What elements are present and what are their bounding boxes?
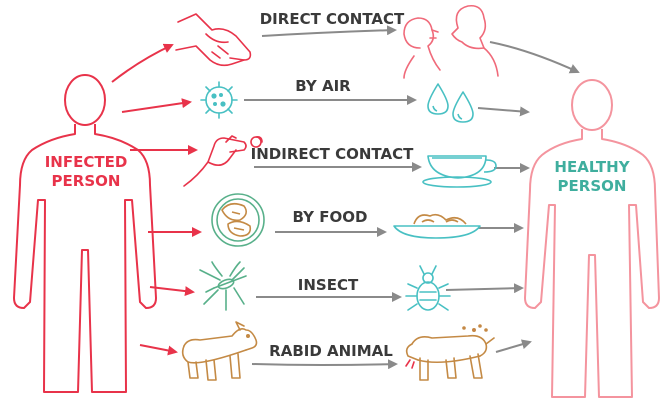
droplets-icon	[428, 84, 473, 122]
arrow-red-direct-contact	[112, 45, 172, 82]
handshake-icon	[176, 14, 250, 65]
dog-icon	[183, 322, 257, 380]
arrow-grey-rabid-animal	[252, 364, 396, 365]
route-label-indirect-contact: INDIRECT CONTACT	[251, 145, 414, 163]
route-label-rabid-animal: RABID ANIMAL	[269, 342, 393, 360]
arrow-red-by-air	[122, 102, 190, 112]
arrow-grey-direct-contact	[262, 30, 395, 36]
teacup-icon	[423, 156, 496, 187]
infected-label-line2: PERSON	[52, 172, 121, 190]
food-dish-icon	[394, 215, 480, 238]
route-label-insect: INSECT	[298, 276, 359, 294]
healthy-person-figure	[525, 80, 659, 397]
arrow-grey-to-healthy-1	[490, 42, 578, 72]
route-label-direct-contact: DIRECT CONTACT	[260, 10, 405, 28]
route-label-by-air: BY AIR	[295, 77, 351, 95]
arrow-grey-to-healthy-2	[478, 108, 528, 112]
kissing-couple-icon	[404, 6, 498, 78]
infected-person-figure	[14, 75, 156, 392]
mosquito-icon	[200, 262, 246, 310]
bedbug-icon	[406, 266, 450, 310]
route-label-by-food: BY FOOD	[293, 208, 368, 226]
sick-dog-icon	[406, 325, 494, 380]
infected-label-line1: INFECTED	[45, 153, 128, 171]
healthy-label-line1: HEALTHY	[554, 158, 630, 176]
food-plate-icon	[212, 194, 264, 246]
arrow-red-rabid-animal	[140, 345, 176, 352]
virus-icon	[201, 82, 237, 118]
arrow-grey-to-healthy-6	[496, 342, 530, 352]
healthy-label-line2: PERSON	[558, 177, 627, 195]
arrow-grey-to-healthy-5	[446, 288, 522, 290]
route-arrows	[244, 30, 578, 365]
